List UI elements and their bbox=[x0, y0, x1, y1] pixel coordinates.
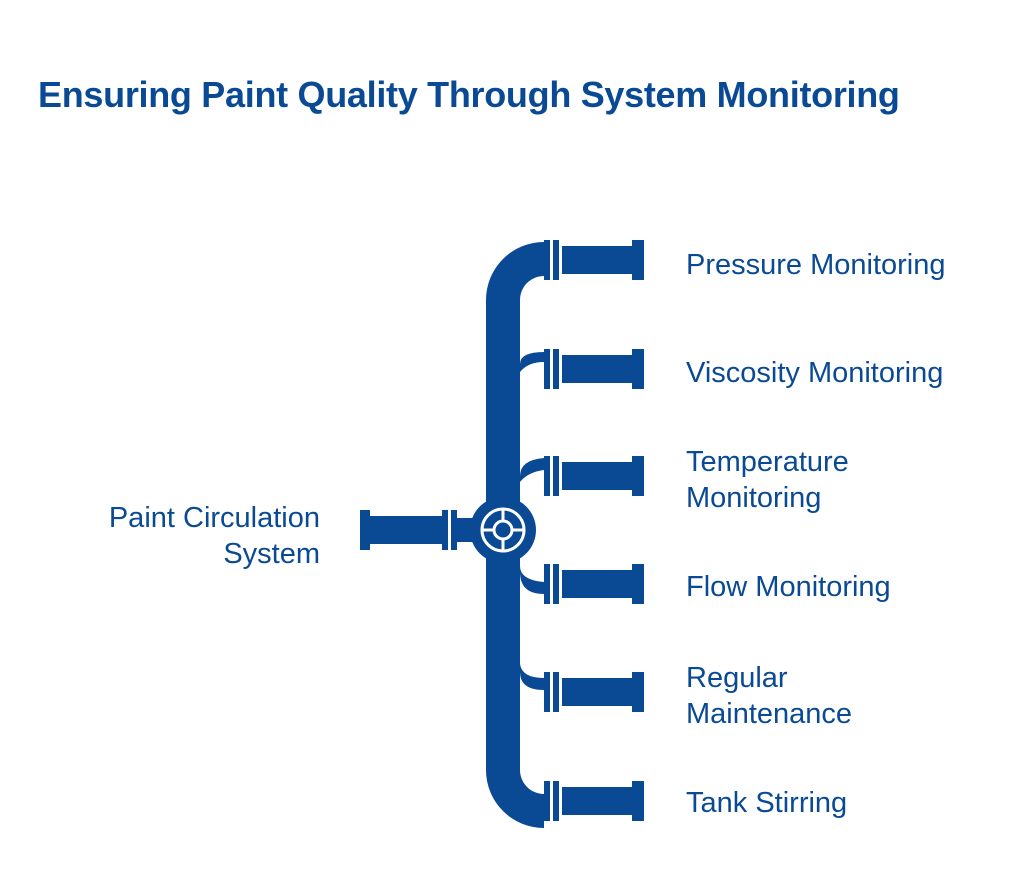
valve-icon bbox=[470, 497, 536, 563]
branch-label-line: Flow Monitoring bbox=[686, 571, 891, 603]
source-label: Paint Circulation System bbox=[20, 500, 320, 572]
branch-label-line: Regular bbox=[686, 662, 788, 694]
branch-label-line: Pressure Monitoring bbox=[686, 249, 946, 281]
source-pipe bbox=[360, 510, 475, 550]
branch-label-pressure: Pressure Monitoring bbox=[686, 247, 946, 283]
branch-label-tank-stirring: Tank Stirring bbox=[686, 785, 847, 821]
branch-label-line: Monitoring bbox=[686, 482, 822, 514]
source-label-line: System bbox=[223, 538, 320, 570]
branch-label-line: Tank Stirring bbox=[686, 787, 848, 819]
branch-label-line: Maintenance bbox=[686, 698, 853, 730]
branch-pipe-3 bbox=[544, 456, 644, 496]
branch-label-maintenance: Regular Maintenance bbox=[686, 660, 852, 732]
branch-pipe-1 bbox=[544, 240, 644, 280]
top-elbow bbox=[486, 242, 544, 300]
branch-label-viscosity: Viscosity Monitoring bbox=[686, 355, 943, 391]
bottom-elbow bbox=[486, 770, 544, 828]
source-label-line: Paint Circulation bbox=[108, 502, 320, 534]
branch-label-flow: Flow Monitoring bbox=[686, 569, 891, 605]
branch-pipe-4 bbox=[544, 564, 644, 604]
branch-label-temperature: Temperature Monitoring bbox=[686, 444, 849, 516]
branch-pipe-2 bbox=[544, 349, 644, 389]
branch-label-line: Temperature bbox=[686, 446, 849, 478]
branch-pipe-5 bbox=[544, 672, 644, 712]
diagram-title: Ensuring Paint Quality Through System Mo… bbox=[38, 74, 900, 115]
branch-label-line: Viscosity Monitoring bbox=[686, 357, 944, 389]
branch-pipe-6 bbox=[544, 781, 644, 821]
